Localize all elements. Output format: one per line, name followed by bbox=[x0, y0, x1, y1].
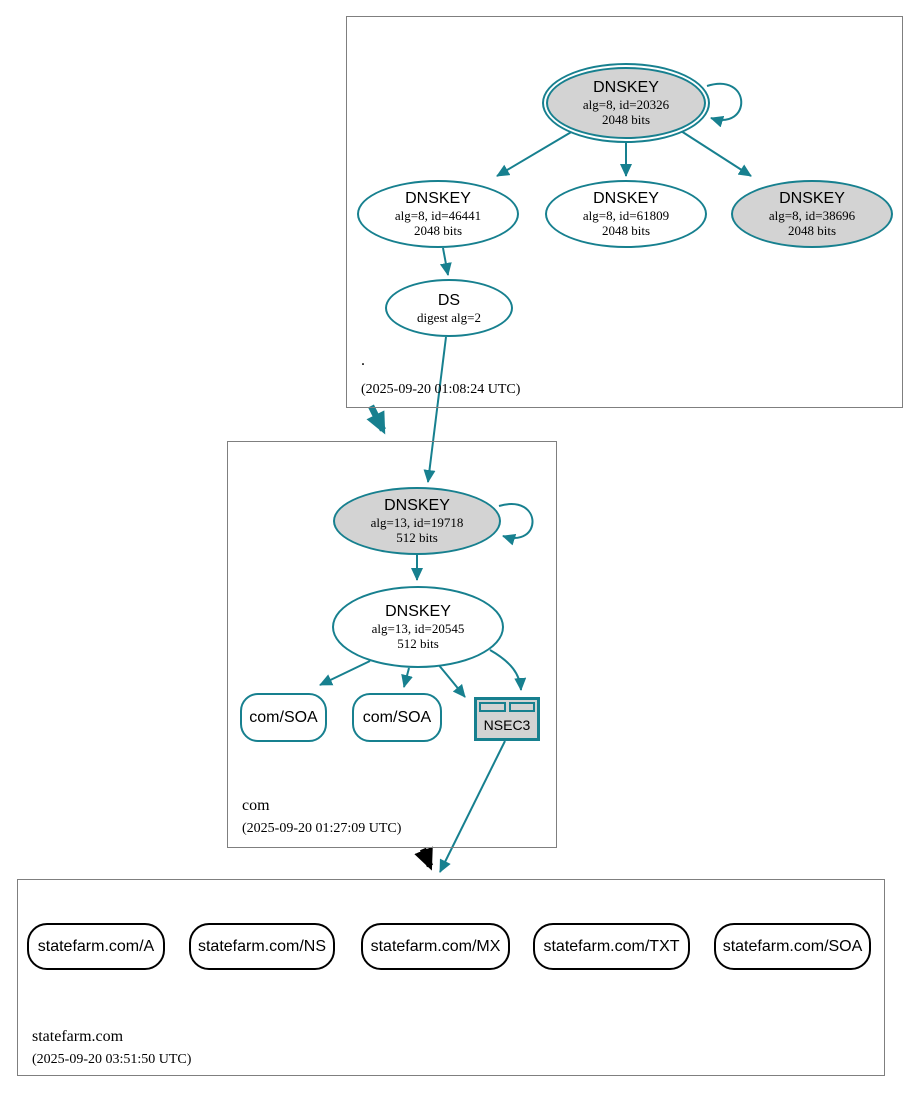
node-statefarm-mx[interactable]: statefarm.com/MX bbox=[361, 923, 510, 970]
node-detail: alg=8, id=46441 bbox=[394, 208, 482, 223]
edge-root-ksk-to-zsk38696 bbox=[680, 130, 752, 177]
nsec3-record-cell bbox=[479, 702, 506, 712]
zone-timestamp-com: (2025-09-20 01:27:09 UTC) bbox=[242, 821, 402, 836]
node-statefarm-txt[interactable]: statefarm.com/TXT bbox=[533, 923, 690, 970]
node-com-dnskey-19718[interactable]: DNSKEY alg=13, id=19718 512 bits bbox=[333, 487, 501, 555]
edge-nsec3-to-statefarm bbox=[439, 740, 506, 873]
node-bits: 512 bits bbox=[396, 530, 438, 545]
zone-name-root: . bbox=[361, 352, 365, 369]
node-detail: digest alg=2 bbox=[416, 309, 482, 325]
edge-com-ksk-selfloop bbox=[498, 503, 534, 546]
nsec3-label: NSEC3 bbox=[483, 717, 531, 733]
node-statefarm-ns[interactable]: statefarm.com/NS bbox=[189, 923, 335, 970]
node-bits: 2048 bits bbox=[601, 112, 651, 127]
edge-ds-to-com-ksk bbox=[423, 336, 447, 483]
node-title: DS bbox=[437, 291, 461, 309]
edge-com-zsk-to-soa1 bbox=[319, 660, 371, 686]
node-root-dnskey-20326-inner: DNSKEY alg=8, id=20326 2048 bits bbox=[546, 67, 706, 139]
edge-root-ksk-selfloop bbox=[706, 82, 743, 128]
node-com-soa-1[interactable]: com/SOA bbox=[240, 693, 327, 742]
node-detail: alg=8, id=20326 bbox=[582, 97, 670, 112]
node-detail: alg=8, id=38696 bbox=[768, 208, 856, 223]
edge-com-to-statefarm-delegation bbox=[414, 846, 434, 871]
node-detail: alg=13, id=20545 bbox=[371, 621, 465, 636]
edge-root-to-com-delegation bbox=[366, 404, 386, 435]
node-statefarm-soa[interactable]: statefarm.com/SOA bbox=[714, 923, 871, 970]
zone-box-root bbox=[346, 16, 903, 408]
node-title: DNSKEY bbox=[405, 190, 471, 207]
node-bits: 512 bits bbox=[397, 636, 439, 651]
edge-com-zsk-to-soa2 bbox=[401, 667, 413, 688]
node-com-soa-2[interactable]: com/SOA bbox=[352, 693, 442, 742]
node-com-nsec3[interactable]: NSEC3 bbox=[474, 697, 540, 741]
edge-zsk46441-to-ds bbox=[439, 247, 452, 276]
node-detail: alg=8, id=61809 bbox=[582, 208, 670, 223]
node-root-dnskey-38696[interactable]: DNSKEY alg=8, id=38696 2048 bits bbox=[731, 180, 893, 248]
zone-box-com bbox=[227, 441, 557, 848]
edge-com-zsk-to-nsec3-right bbox=[489, 649, 527, 691]
node-title: DNSKEY bbox=[385, 603, 451, 620]
node-root-dnskey-46441[interactable]: DNSKEY alg=8, id=46441 2048 bits bbox=[357, 180, 519, 248]
edge-root-ksk-to-zsk46441 bbox=[496, 130, 574, 177]
node-title: DNSKEY bbox=[779, 190, 845, 207]
node-title: DNSKEY bbox=[593, 79, 659, 96]
node-bits: 2048 bits bbox=[413, 223, 463, 238]
node-bits: 2048 bits bbox=[787, 223, 837, 238]
node-root-ds[interactable]: DS digest alg=2 bbox=[385, 279, 513, 337]
node-detail: alg=13, id=19718 bbox=[370, 515, 464, 530]
node-title: DNSKEY bbox=[593, 190, 659, 207]
node-bits: 2048 bits bbox=[601, 223, 651, 238]
node-title: DNSKEY bbox=[384, 497, 450, 514]
node-root-dnskey-61809[interactable]: DNSKEY alg=8, id=61809 2048 bits bbox=[545, 180, 707, 248]
node-root-dnskey-20326[interactable]: DNSKEY alg=8, id=20326 2048 bits bbox=[542, 63, 710, 143]
zone-name-com: com bbox=[242, 797, 270, 814]
zone-timestamp-statefarm: (2025-09-20 03:51:50 UTC) bbox=[32, 1052, 192, 1067]
node-statefarm-a[interactable]: statefarm.com/A bbox=[27, 923, 165, 970]
nsec3-record-cell bbox=[508, 702, 535, 712]
zone-box-statefarm bbox=[17, 879, 885, 1076]
nsec3-record-cells bbox=[477, 700, 537, 712]
zone-name-statefarm: statefarm.com bbox=[32, 1028, 124, 1045]
node-com-dnskey-20545[interactable]: DNSKEY alg=13, id=20545 512 bits bbox=[332, 586, 504, 668]
zone-timestamp-root: (2025-09-20 01:08:24 UTC) bbox=[361, 382, 521, 397]
